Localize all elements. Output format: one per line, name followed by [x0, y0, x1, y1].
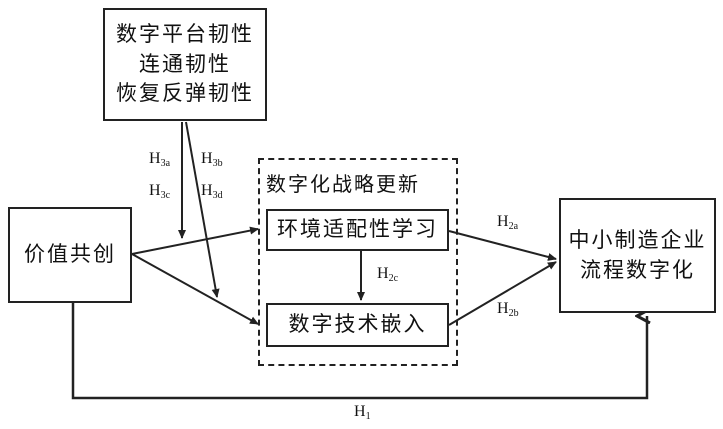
- outcome-line-2: 流程数字化: [580, 257, 695, 282]
- env-learning-box: 环境适配性学习: [266, 209, 449, 251]
- label-h2a: H2a: [497, 213, 519, 232]
- label-h3c: H3c: [149, 182, 171, 201]
- label-h2b: H2b: [497, 300, 519, 319]
- tech-embedding-box: 数字技术嵌入: [266, 303, 449, 347]
- arrow-cocreation-to-env-learning: [131, 226, 259, 255]
- outcome-line-1: 中小制造企业: [568, 227, 707, 252]
- label-h3b: H3b: [201, 150, 223, 169]
- tech-embedding-label: 数字技术嵌入: [288, 312, 427, 337]
- arrow-env-learning-to-outcome: [448, 230, 557, 261]
- label-h3d: H3d: [201, 182, 223, 201]
- strategy-renewal-title: 数字化战略更新: [266, 172, 420, 196]
- label-h1: H1: [354, 403, 371, 422]
- arrow-h1-direct-path: [71, 303, 647, 400]
- arrow-cocreation-to-tech-embedding: [131, 253, 259, 325]
- resilience-line-3: 恢复反弹韧性: [116, 81, 254, 106]
- arrow-tech-embedding-to-outcome: [448, 261, 557, 326]
- resilience-box: 数字平台韧性 连通韧性 恢复反弹韧性: [103, 8, 267, 121]
- strategy-renewal-group: [258, 158, 458, 366]
- value-cocreation-box: 价值共创: [8, 207, 132, 303]
- env-learning-label: 环境适配性学习: [277, 217, 438, 242]
- value-cocreation-label: 价值共创: [24, 242, 116, 267]
- arrow-h3-to-lower-path: [185, 121, 220, 298]
- resilience-line-1: 数字平台韧性: [116, 21, 254, 46]
- label-h3a: H3a: [149, 150, 171, 169]
- outcome-box: 中小制造企业 流程数字化: [559, 198, 716, 313]
- label-h2c: H2c: [377, 265, 399, 284]
- resilience-line-2: 连通韧性: [139, 51, 231, 76]
